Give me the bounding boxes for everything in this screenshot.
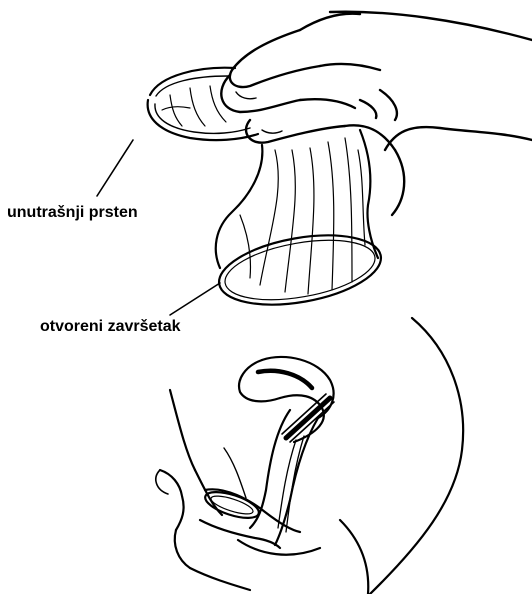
- body-cross-section: [170, 318, 463, 594]
- inner-ring-label: unutrašnji prsten: [7, 204, 138, 222]
- inner-ring: [148, 68, 258, 140]
- inserting-hand: [156, 470, 300, 590]
- condom-sheath: [214, 130, 387, 316]
- inner-ring-leader-line: [97, 140, 133, 196]
- open-end-leader-line: [170, 283, 220, 315]
- hand-holding-condom: [221, 12, 532, 215]
- open-end-label: otvoreni završetak: [40, 318, 181, 336]
